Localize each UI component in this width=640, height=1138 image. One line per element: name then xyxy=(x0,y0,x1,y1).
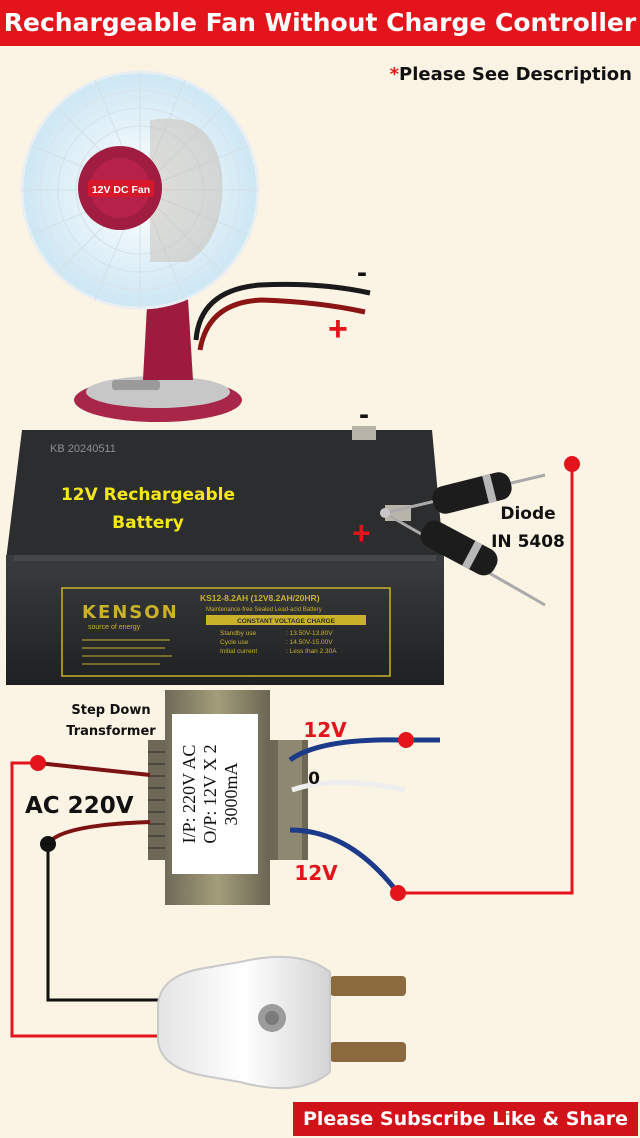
battery-charge-row-2-value: : 14.50V-15.00V xyxy=(286,639,333,646)
battery-model: KS12-8.2AH (12V8.2AH/20HR) xyxy=(200,593,320,603)
plug xyxy=(157,955,406,1090)
node-ac-red xyxy=(30,755,46,771)
battery-charge-row-3-value: : Less than 2.30A xyxy=(286,648,337,655)
note-star: * xyxy=(389,64,400,85)
fan-plus-sign: + xyxy=(328,310,348,348)
battery-label-panel xyxy=(61,587,391,677)
node-12v-bottom xyxy=(390,885,406,901)
transformer-out-top: 12V xyxy=(303,718,347,742)
battery-label-line1: 12V Rechargeable xyxy=(61,485,235,505)
transformer-label-line1: Step Down xyxy=(71,703,150,718)
fan-motor-housing xyxy=(150,118,223,263)
diode-label-line1: Diode xyxy=(500,504,555,524)
subscribe-banner: Please Subscribe Like & Share xyxy=(292,1102,638,1136)
battery-lid-seam xyxy=(14,555,436,561)
battery-charge-row-3-key: Initial current xyxy=(220,648,257,655)
fan-wire-positive xyxy=(197,297,366,351)
fan-switches xyxy=(112,380,160,390)
battery-terminal-negative xyxy=(352,426,376,440)
page-title: Rechargeable Fan Without Charge Controll… xyxy=(0,0,640,46)
transformer-wire-0 xyxy=(291,780,406,793)
battery-code: KB 20240511 xyxy=(50,443,116,455)
plug-pin-bottom xyxy=(330,1042,406,1062)
node-diode-output xyxy=(564,456,580,472)
fan-label-badge xyxy=(88,180,154,197)
battery-minus-sign: - xyxy=(359,398,369,431)
note-text: Please See Description xyxy=(399,64,632,85)
fan-minus-sign: - xyxy=(357,256,367,289)
battery-charge-header: CONSTANT VOLTAGE CHARGE xyxy=(237,618,336,625)
transformer-wire-12v-top xyxy=(288,737,440,763)
wire-ac-black xyxy=(46,844,165,1002)
battery: KB 20240511 12V Rechargeable Battery - +… xyxy=(6,398,444,685)
battery-warning-lines xyxy=(82,639,172,665)
battery-charge-header-bg xyxy=(206,615,366,625)
diode-2-body xyxy=(420,520,498,576)
transformer-spec-panel xyxy=(172,714,258,874)
transformer-spec-line3: 3000mA xyxy=(221,762,241,825)
battery-lid xyxy=(6,430,444,560)
wire-ac-red xyxy=(10,761,165,1038)
diode-junction xyxy=(380,508,390,518)
fan-wire-negative xyxy=(193,281,371,341)
battery-charge-row-1-key: Standby use xyxy=(220,630,257,637)
node-12v-top xyxy=(398,732,414,748)
fan: 12V DC Fan xyxy=(20,70,260,422)
battery-type: Maintenance-free Sealed Lead-acid Batter… xyxy=(206,607,322,613)
diode-1-band xyxy=(482,474,497,504)
plug-body xyxy=(157,955,331,1090)
wire-diode-to-12v xyxy=(398,464,574,895)
transformer-out-bottom: 12V xyxy=(294,861,338,885)
transformer-spec-line1: I/P: 220V AC xyxy=(179,745,199,844)
node-ac-black xyxy=(40,836,56,852)
transformer-spec-line2: O/P: 12V X 2 xyxy=(200,744,220,843)
transformer: I/P: 220V AC O/P: 12V X 2 3000mA xyxy=(148,690,308,905)
battery-brand-sub: source of energy xyxy=(88,624,141,631)
battery-label-line2: Battery xyxy=(112,513,184,533)
ac-label: AC 220V xyxy=(25,793,134,819)
diode-label-line2: IN 5408 xyxy=(491,532,565,552)
battery-charge-row-1-value: : 13.50V-13.80V xyxy=(286,630,333,637)
primary-wire-black-lead xyxy=(46,820,151,846)
diodes xyxy=(380,472,546,607)
diode-2-band xyxy=(462,540,483,570)
transformer-spec-text: I/P: 220V AC O/P: 12V X 2 3000mA xyxy=(179,744,241,843)
transformer-wire-12v-bottom xyxy=(289,827,400,895)
transformer-out-mid: 0 xyxy=(308,769,320,789)
battery-plus-sign: + xyxy=(352,515,371,551)
plug-screw-center xyxy=(265,1011,279,1025)
battery-charge-row-2-key: Cycle use xyxy=(220,639,249,646)
primary-wire-red xyxy=(37,761,151,777)
battery-brand: KENSON xyxy=(82,602,179,623)
transformer-label-line2: Transformer xyxy=(66,724,156,739)
plug-pin-top xyxy=(330,976,406,996)
description-note: *Please See Description xyxy=(390,64,632,85)
fan-label: 12V DC Fan xyxy=(92,184,150,196)
